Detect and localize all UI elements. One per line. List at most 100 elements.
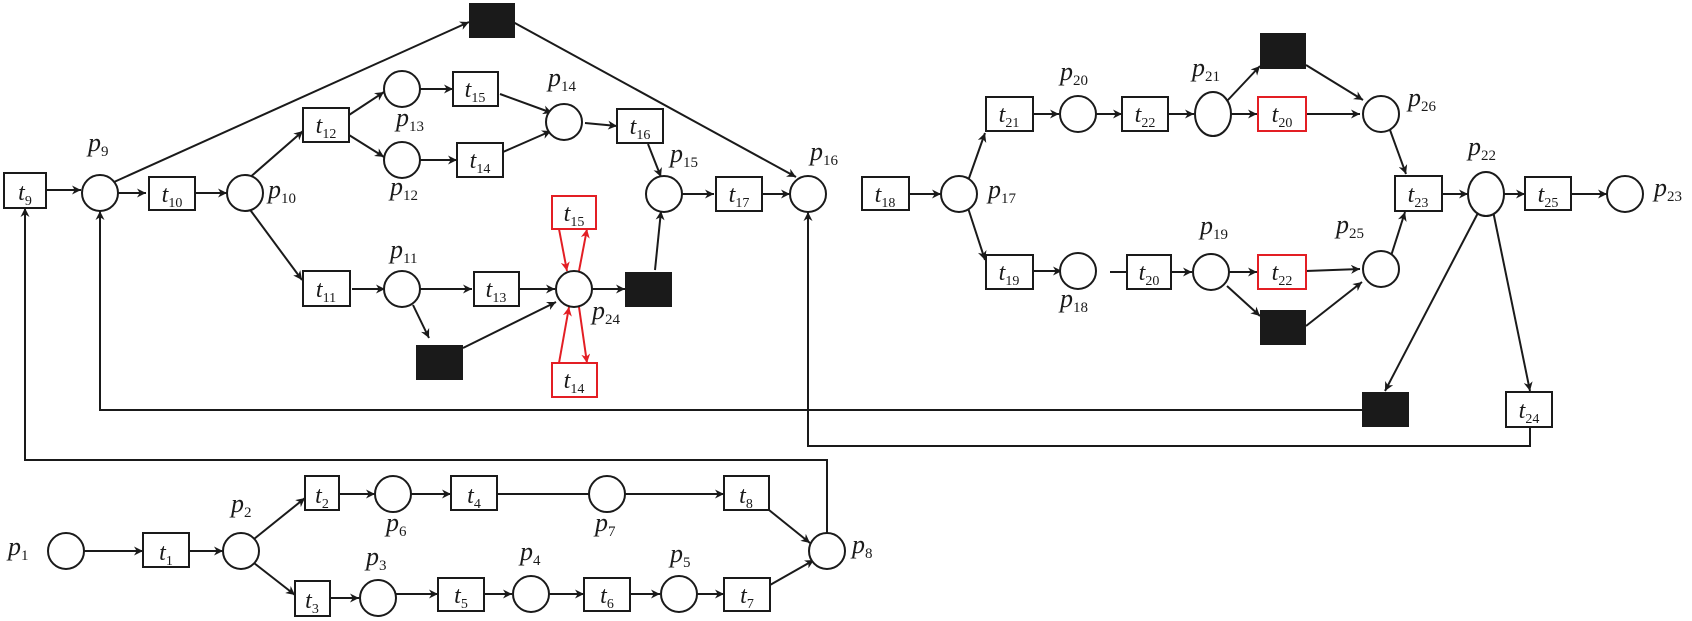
transition-label: t8 <box>739 483 753 512</box>
arc <box>1305 64 1364 101</box>
transition-label-highlighted: t20 <box>1272 102 1293 131</box>
place-label: p9 <box>86 128 109 160</box>
place-p24 <box>555 270 593 308</box>
arc <box>1226 285 1261 317</box>
arc <box>1305 264 1361 274</box>
transition-t10 <box>148 176 196 211</box>
immediate-transition-p22 <box>1362 392 1409 427</box>
place-p26 <box>1362 95 1400 133</box>
place-label: p23 <box>1652 173 1682 205</box>
transition-t13 <box>473 271 520 307</box>
place-p18 <box>1059 252 1097 290</box>
transition-t19 <box>985 254 1034 290</box>
arc <box>253 562 296 596</box>
place-p8 <box>808 532 846 570</box>
place-p10 <box>226 174 264 212</box>
place-label: p17 <box>986 175 1017 207</box>
transition-label: t16 <box>630 114 651 143</box>
arc <box>499 93 553 115</box>
arc <box>768 509 811 544</box>
transition-label: t5 <box>454 583 468 612</box>
transition-label: t25 <box>1538 182 1559 211</box>
arc-red <box>558 228 570 272</box>
transition-t11 <box>302 270 351 307</box>
place-label: p20 <box>1058 57 1088 89</box>
arc <box>803 212 1531 447</box>
transition-t21 <box>985 96 1034 132</box>
arc <box>247 130 304 180</box>
transition-t3 <box>294 580 331 617</box>
place-p6 <box>374 475 412 513</box>
place-p1 <box>47 532 85 570</box>
place-label: p8 <box>850 530 873 562</box>
arc <box>502 130 552 153</box>
immediate-transition-p21 <box>1260 33 1306 69</box>
arc <box>1390 211 1407 257</box>
arc <box>512 21 797 178</box>
arc <box>647 143 662 178</box>
place-p5 <box>660 575 698 613</box>
place-label: p26 <box>1406 83 1437 115</box>
place-p4 <box>512 575 550 613</box>
transition-label: t7 <box>740 583 754 612</box>
transition-label: t1 <box>159 540 173 569</box>
place-label: p12 <box>388 172 418 204</box>
immediate-transition-top <box>469 3 515 38</box>
transition-label: t22 <box>1135 102 1156 131</box>
transition-t25 <box>1524 176 1572 211</box>
place-p11 <box>383 270 421 308</box>
transition-t22 <box>1121 96 1169 132</box>
place-p20 <box>1059 95 1097 133</box>
transition-t7 <box>723 577 771 612</box>
transition-label-highlighted: t22 <box>1272 260 1293 289</box>
transition-label: t15 <box>465 77 486 106</box>
transition-label: t14 <box>470 148 491 177</box>
arc <box>1389 129 1408 175</box>
place-p17 <box>940 175 978 213</box>
immediate-transition-p19 <box>1260 310 1306 345</box>
place-p7 <box>588 475 626 513</box>
place-label: p14 <box>546 63 577 95</box>
transition-label: t4 <box>467 483 481 512</box>
place-label: p1 <box>6 532 29 564</box>
transition-t2 <box>304 475 340 511</box>
arc <box>95 211 1362 411</box>
place-label: p3 <box>364 542 387 574</box>
transition-t8 <box>723 475 770 511</box>
transition-label: t20 <box>1139 260 1160 289</box>
place-label: p25 <box>1334 210 1364 242</box>
transition-t16 <box>616 108 664 144</box>
transition-t5 <box>437 577 485 612</box>
transition-t14 <box>456 142 504 178</box>
transition-t14-highlighted <box>551 362 598 398</box>
transition-label: t13 <box>486 277 507 306</box>
place-p25 <box>1362 250 1400 288</box>
arc <box>247 206 303 281</box>
transition-label: t24 <box>1519 398 1540 427</box>
transition-t12 <box>302 107 350 143</box>
transition-t6 <box>583 577 631 612</box>
place-p9 <box>81 174 119 212</box>
transition-label: t9 <box>18 180 32 209</box>
transition-t24 <box>1505 391 1553 428</box>
arc <box>1384 210 1480 392</box>
arc <box>1226 65 1261 102</box>
arc <box>584 120 618 130</box>
arc <box>462 301 557 349</box>
place-label: p22 <box>1466 132 1496 164</box>
transition-label: t19 <box>999 260 1020 289</box>
place-label: p15 <box>668 139 698 171</box>
place-p14 <box>545 103 583 141</box>
transition-label: t6 <box>600 583 614 612</box>
place-label: p18 <box>1058 284 1088 316</box>
place-p16 <box>789 175 827 213</box>
arc-red <box>578 228 590 272</box>
arc <box>967 132 987 182</box>
highlighted-arcs <box>558 228 591 364</box>
place-label: p11 <box>388 235 417 267</box>
arc <box>769 559 815 586</box>
arc <box>253 497 306 540</box>
arc <box>654 210 665 271</box>
place-p15 <box>645 175 683 213</box>
arcs <box>20 21 1607 603</box>
